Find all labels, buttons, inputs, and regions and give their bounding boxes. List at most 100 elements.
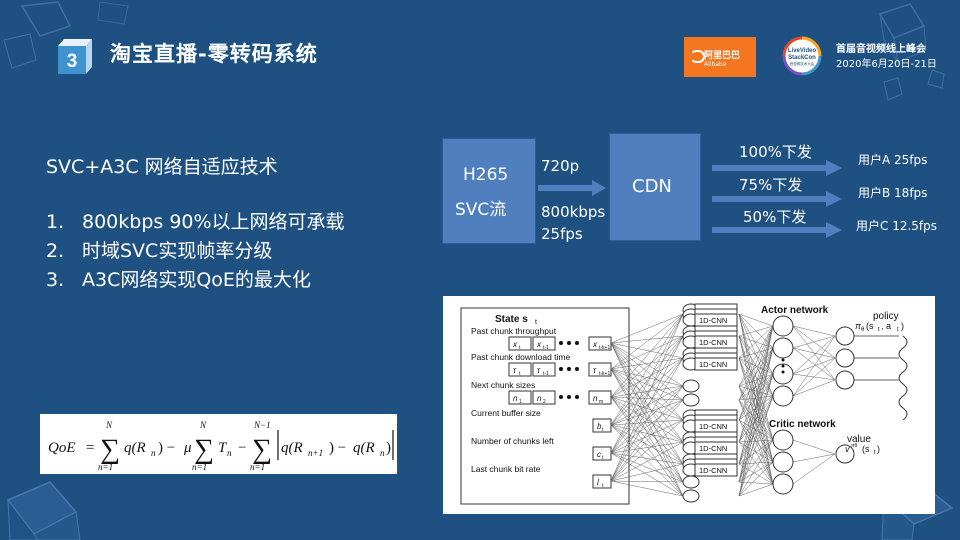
slide-number-badge: 3 [58, 39, 92, 74]
policy-args: (s [866, 321, 874, 331]
state-input-cell [532, 336, 556, 351]
input-edge [610, 441, 684, 454]
slide-title: 淘宝直播-零转码系统 [110, 42, 318, 66]
state-input-cell-sub: t [602, 455, 604, 461]
policy-args-sub1: t [878, 327, 880, 333]
cnn-label: 1D-CNN [699, 466, 727, 475]
input-edge [610, 357, 684, 426]
ellipsis-dot [781, 364, 785, 368]
hidden-edge [738, 395, 774, 497]
branch-label-50: 50%下发 [743, 208, 807, 226]
list-item: 1.800kbps 90%以上网络可承载 [46, 208, 345, 237]
alibaba-logo-cn: 阿里巴巴 [704, 51, 741, 61]
alibaba-smile-icon [690, 50, 705, 63]
critic-hidden-node [772, 429, 794, 451]
input-edge [610, 357, 684, 398]
cnn-label: 1D-CNN [699, 338, 727, 347]
state-input-label: Number of chunks left [471, 436, 554, 446]
formula-sum-2: ∑ [194, 434, 214, 465]
state-input-cell-label: τ [513, 366, 517, 375]
state-input-cell-sub: m [599, 399, 603, 405]
actor-hidden-node [772, 363, 794, 385]
input-edge [610, 313, 684, 454]
user-a-label: 用户A 25fps [858, 153, 928, 167]
decorative-cube-bottom-left [6, 481, 81, 540]
list-number: 3. [46, 269, 65, 291]
value-sup: πθ [851, 443, 857, 449]
formula-sub2: n [380, 448, 385, 458]
hidden-edge [738, 461, 774, 497]
hidden-edge [738, 439, 774, 497]
state-input-cell [508, 336, 532, 351]
output-edge [792, 453, 836, 463]
list-item: 2.时域SVC实现帧率分级 [46, 237, 345, 266]
input-edge [610, 385, 684, 482]
input-edge [610, 342, 684, 401]
ellipsis-dot [575, 395, 579, 399]
input-edge [610, 480, 684, 497]
hidden-edge [738, 347, 774, 387]
flow-arrow-to-cdn [538, 180, 606, 196]
output-edge [792, 357, 836, 397]
formula-sub1: n [151, 448, 156, 458]
state-input-cell [592, 474, 612, 489]
lvs-line3: 音视频技术大会 [790, 61, 815, 66]
input-edge [610, 452, 684, 465]
output-edge [792, 335, 836, 375]
hidden-edge [738, 399, 774, 441]
input-edge [610, 342, 684, 421]
value-args: (s [862, 444, 870, 454]
input-edge [610, 399, 684, 454]
input-edge [610, 368, 684, 483]
hidden-edge [738, 347, 774, 465]
hidden-edge [738, 399, 774, 463]
formula-tn: T [218, 440, 228, 456]
hidden-edge [738, 385, 774, 441]
input-edge [610, 399, 684, 482]
svg-text:): ) [901, 321, 904, 331]
critic-output-node [835, 444, 855, 464]
state-input-cell-label: τ [537, 366, 541, 375]
hidden-edge [738, 373, 774, 401]
output-edge [792, 325, 836, 337]
state-input-label: Last chunk bit rate [471, 464, 541, 474]
scalar-node [682, 489, 700, 503]
state-input-cell [508, 362, 532, 377]
cnn-label: 1D-CNN [699, 422, 727, 431]
critic-network-label: Critic network [769, 419, 836, 430]
output-edge [792, 453, 836, 485]
list-number: 2. [46, 240, 65, 262]
hidden-edge [738, 373, 774, 497]
state-input-cell-label: n [513, 394, 518, 403]
cnn-label: 1D-CNN [699, 360, 727, 369]
state-input-cell-label: l [597, 478, 599, 487]
state-input-cell-sub: t [602, 483, 604, 489]
source-line2: SVC流 [455, 200, 507, 220]
state-input-cell-sub: t [519, 345, 521, 351]
input-edge [610, 357, 684, 454]
input-edge [610, 313, 684, 482]
svg-text:) −: ) − [329, 440, 346, 456]
cdn-label: CDN [632, 176, 672, 197]
state-input-cell-label: τ [593, 366, 597, 375]
actor-output-node [835, 326, 855, 346]
hidden-edge [738, 483, 774, 497]
cnn-block [694, 357, 738, 371]
state-input-cell-label: x [592, 340, 598, 349]
cnn-block [694, 463, 738, 477]
input-edge [610, 335, 684, 426]
state-input-label: Past chunk throughput [471, 326, 557, 336]
formula-qoe: QoE [48, 440, 76, 456]
hidden-edge [738, 325, 774, 483]
input-edge [610, 424, 684, 465]
formula-bottom-2: n=1 [192, 462, 207, 472]
state-input-cell-label: x [536, 340, 542, 349]
hidden-edge [738, 325, 774, 359]
input-edge [610, 335, 684, 482]
scalar-node [682, 475, 700, 489]
value-args-sub: t [874, 450, 876, 456]
input-edge [610, 313, 684, 370]
cnn-label: 1D-CNN [699, 316, 727, 325]
